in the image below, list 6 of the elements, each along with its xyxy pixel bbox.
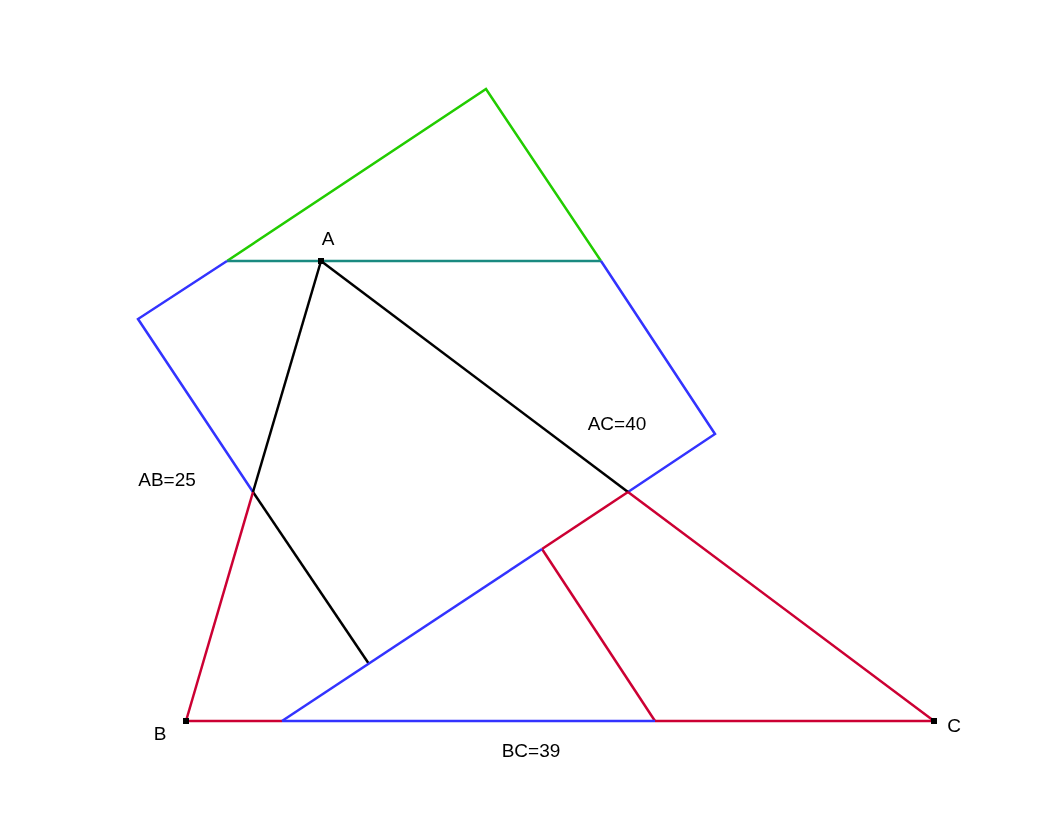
vertex-label: A [321, 228, 335, 248]
vertex-label: C [947, 715, 961, 735]
side-length-label: BC=39 [501, 740, 561, 760]
vertex-label: B [153, 723, 167, 743]
side-length-label: AB=25 [138, 469, 196, 489]
side-length-label: AC=40 [587, 413, 647, 433]
